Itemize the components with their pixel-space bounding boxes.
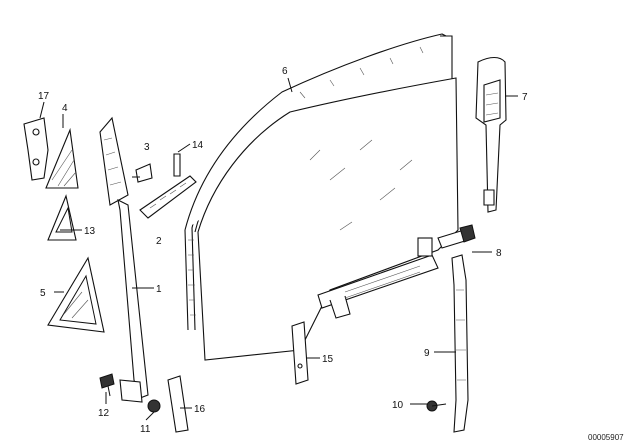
- part-9-rear-vertical-channel[interactable]: [451, 254, 469, 433]
- part-7-rear-guide-channel[interactable]: [475, 56, 507, 213]
- callout-10[interactable]: 10: [392, 400, 404, 411]
- part-4-vent-glass[interactable]: [45, 127, 79, 189]
- part-15-bracket[interactable]: [291, 321, 309, 385]
- part-17-hinge-bracket[interactable]: [23, 117, 49, 181]
- callout-9[interactable]: 9: [424, 348, 430, 359]
- regulator-rail[interactable]: [317, 237, 439, 319]
- callout-1[interactable]: 1: [156, 284, 162, 295]
- callout-5[interactable]: 5: [40, 288, 46, 299]
- callout-17[interactable]: 17: [38, 91, 50, 102]
- callout-3[interactable]: 3: [144, 142, 150, 153]
- part-8-bolt[interactable]: [437, 224, 476, 249]
- part-3-fastener[interactable]: [135, 163, 153, 183]
- diagram-id: 00005907: [588, 433, 624, 442]
- part-12-bolt[interactable]: [99, 373, 115, 397]
- callouts: 1 2 3 4 5 6 7 8 9 10 11 12 13 14 15 16 1…: [38, 66, 528, 435]
- part-2-door-glass[interactable]: [197, 77, 459, 361]
- callout-11[interactable]: 11: [140, 424, 151, 435]
- part-1-vent-window-frame[interactable]: [99, 116, 149, 403]
- part-5-vent-window-assembly[interactable]: [47, 256, 105, 333]
- callout-7[interactable]: 7: [522, 92, 528, 103]
- callout-2[interactable]: 2: [156, 236, 162, 247]
- callout-4[interactable]: 4: [62, 103, 68, 114]
- part-11-nut[interactable]: [147, 399, 161, 413]
- callout-16[interactable]: 16: [194, 404, 206, 415]
- callout-14[interactable]: 14: [192, 140, 204, 151]
- part-14-seal-strip[interactable]: [139, 153, 197, 219]
- leader-lines: [39, 77, 518, 421]
- part-10-screw[interactable]: [426, 400, 447, 412]
- callout-12[interactable]: 12: [98, 408, 110, 419]
- part-13-triangular-seal[interactable]: [47, 194, 77, 241]
- callout-15[interactable]: 15: [322, 354, 334, 365]
- callout-13[interactable]: 13: [84, 226, 96, 237]
- callout-6[interactable]: 6: [282, 66, 288, 77]
- part-16-clip[interactable]: [167, 375, 189, 433]
- callout-8[interactable]: 8: [496, 248, 502, 259]
